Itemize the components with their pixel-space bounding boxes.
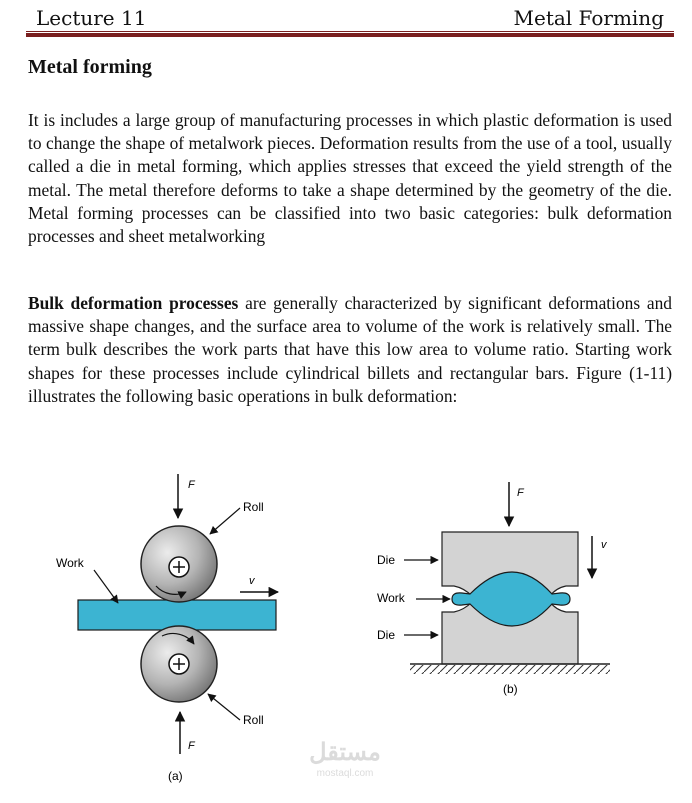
course-title: Metal Forming: [513, 6, 664, 30]
bottom-roll-label: Roll: [243, 713, 264, 727]
figure-1-11: F F Roll Roll Work v (a) F v Die: [0, 440, 692, 798]
caption-a: (a): [168, 769, 183, 783]
top-roll-rotation-arrow: [155, 585, 187, 599]
watermark-latin: mostaql.com: [317, 768, 374, 779]
rolling-force-top-label: F: [188, 479, 196, 491]
forging-work-label: Work: [377, 591, 406, 605]
rolling-diagram: F F Roll Roll Work v (a): [56, 474, 280, 783]
forging-workpiece: [451, 571, 571, 627]
lecture-label: Lecture 11: [36, 6, 147, 30]
watermark-arabic: مستقل: [309, 739, 381, 766]
forging-force-label: F: [517, 487, 525, 499]
header-rule-thin: [26, 31, 674, 32]
rolling-velocity-label: v: [249, 575, 256, 587]
bulk-deformation-text: are generally characterized by significa…: [28, 293, 672, 406]
forging-velocity-label: v: [601, 539, 608, 551]
rolling-work-leader: [93, 569, 119, 604]
ground-hatch: [410, 665, 610, 674]
bottom-roll-leader: [207, 693, 241, 721]
rolling-work-label: Work: [56, 556, 85, 570]
mostaql-watermark: مستقل mostaql.com: [309, 739, 381, 779]
bulk-deformation-term: Bulk deformation processes: [28, 293, 239, 313]
top-roll-label: Roll: [243, 500, 264, 514]
rolling-force-bottom-label: F: [188, 740, 196, 752]
header-rule-thick: [26, 33, 674, 37]
page-header: Lecture 11 Metal Forming: [26, 2, 674, 32]
upper-die-label: Die: [377, 553, 395, 567]
bottom-roll-rotation-arrow: [161, 632, 195, 645]
top-roll-leader: [209, 507, 241, 535]
section-heading: Metal forming: [28, 56, 152, 78]
caption-b: (b): [503, 682, 518, 696]
intro-paragraph: It is includes a large group of manufact…: [28, 110, 672, 247]
lower-die-label: Die: [377, 628, 395, 642]
bulk-deformation-paragraph: Bulk deformation processes are generally…: [28, 292, 672, 408]
forging-diagram: F v Die Work Die (b): [377, 482, 610, 696]
